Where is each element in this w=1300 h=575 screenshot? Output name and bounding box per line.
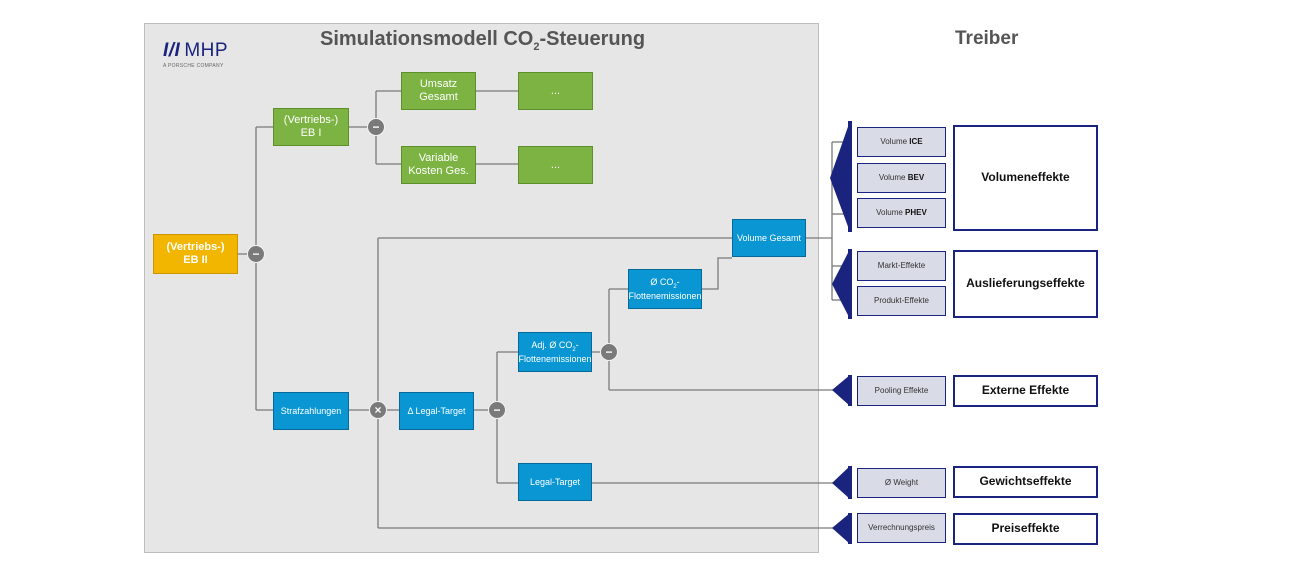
node-adj-co2-flottenemissionen: Adj. Ø CO2- Flottenemissionen	[518, 332, 592, 372]
operator-times-strafzahlungen: ×	[369, 401, 387, 419]
operator-minus-eb2: −	[247, 245, 265, 263]
driver-pooling-effekte: Pooling Effekte	[857, 376, 946, 406]
effect-auslieferungseffekte: Auslieferungseffekte	[953, 250, 1098, 318]
operator-minus-legal-target: −	[488, 401, 506, 419]
driver-volume-bev: Volume BEV	[857, 163, 946, 193]
driver-volume-ice: Volume ICE	[857, 127, 946, 157]
node-vertriebs-eb1: (Vertriebs-)EB I	[273, 108, 349, 146]
operator-minus-adj-co2: −	[600, 343, 618, 361]
diagram-title: Simulationsmodell CO2-Steuerung	[320, 28, 646, 53]
driver-markt-effekte: Markt-Effekte	[857, 251, 946, 281]
logo-tagline: A PORSCHE COMPANY	[163, 63, 224, 69]
node-delta-legal-target: Δ Legal-Target	[399, 392, 474, 430]
effect-preiseffekte: Preiseffekte	[953, 513, 1098, 545]
node-co2-flottenemissionen: Ø CO2- Flottenemissionen	[628, 269, 702, 309]
drivers-title: Treiber	[955, 28, 1019, 49]
node-vertriebs-eb2: (Vertriebs-)EB II	[153, 234, 238, 274]
driver-weight: Ø Weight	[857, 468, 946, 498]
driver-produkt-effekte: Produkt-Effekte	[857, 286, 946, 316]
operator-minus-eb1: −	[367, 118, 385, 136]
node-placeholder-1: ...	[518, 72, 593, 110]
node-placeholder-2: ...	[518, 146, 593, 184]
node-strafzahlungen: Strafzahlungen	[273, 392, 349, 430]
logo-name: MHP	[184, 40, 229, 61]
node-volume-gesamt: Volume Gesamt	[732, 219, 806, 257]
node-legal-target: Legal-Target	[518, 463, 592, 501]
driver-volume-phev: Volume PHEV	[857, 198, 946, 228]
effect-externe-effekte: Externe Effekte	[953, 375, 1098, 407]
effect-gewichtseffekte: Gewichtseffekte	[953, 466, 1098, 498]
driver-verrechnungspreis: Verrechnungspreis	[857, 513, 946, 543]
logo-mark: I/I	[163, 40, 181, 61]
effect-volumeneffekte: Volumeneffekte	[953, 125, 1098, 231]
